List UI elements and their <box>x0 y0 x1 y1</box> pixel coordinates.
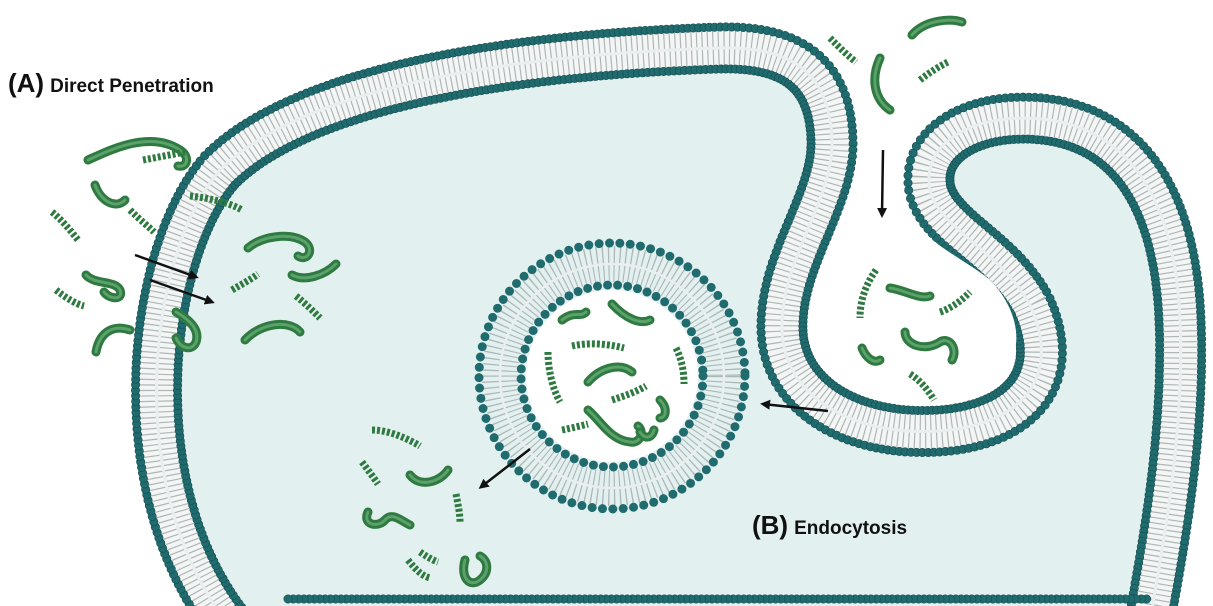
peptide-segmented-icon <box>143 152 185 160</box>
peptide-segmented-icon <box>130 210 154 232</box>
peptide-segmented-icon <box>56 290 84 306</box>
label-b-text: Endocytosis <box>794 518 907 539</box>
membrane-head-outer <box>284 595 292 603</box>
membrane-head-inner <box>904 179 912 187</box>
arrow-icon <box>882 150 883 215</box>
membrane-head-inner <box>906 194 914 202</box>
label-endocytosis: (B) Endocytosis <box>752 510 907 541</box>
label-direct-penetration: (A) Direct Penetration <box>8 68 214 99</box>
peptide-segmented-icon <box>52 212 78 240</box>
endosome <box>479 243 745 509</box>
label-a-key: (A) <box>8 68 44 98</box>
membrane-head-inner <box>905 164 913 172</box>
peptide-segmented-icon <box>920 62 948 80</box>
label-b-key: (B) <box>752 510 788 540</box>
peptide-segmented-icon <box>830 38 856 62</box>
label-a-text: Direct Penetration <box>50 76 214 97</box>
membrane-head-inner <box>904 171 912 179</box>
